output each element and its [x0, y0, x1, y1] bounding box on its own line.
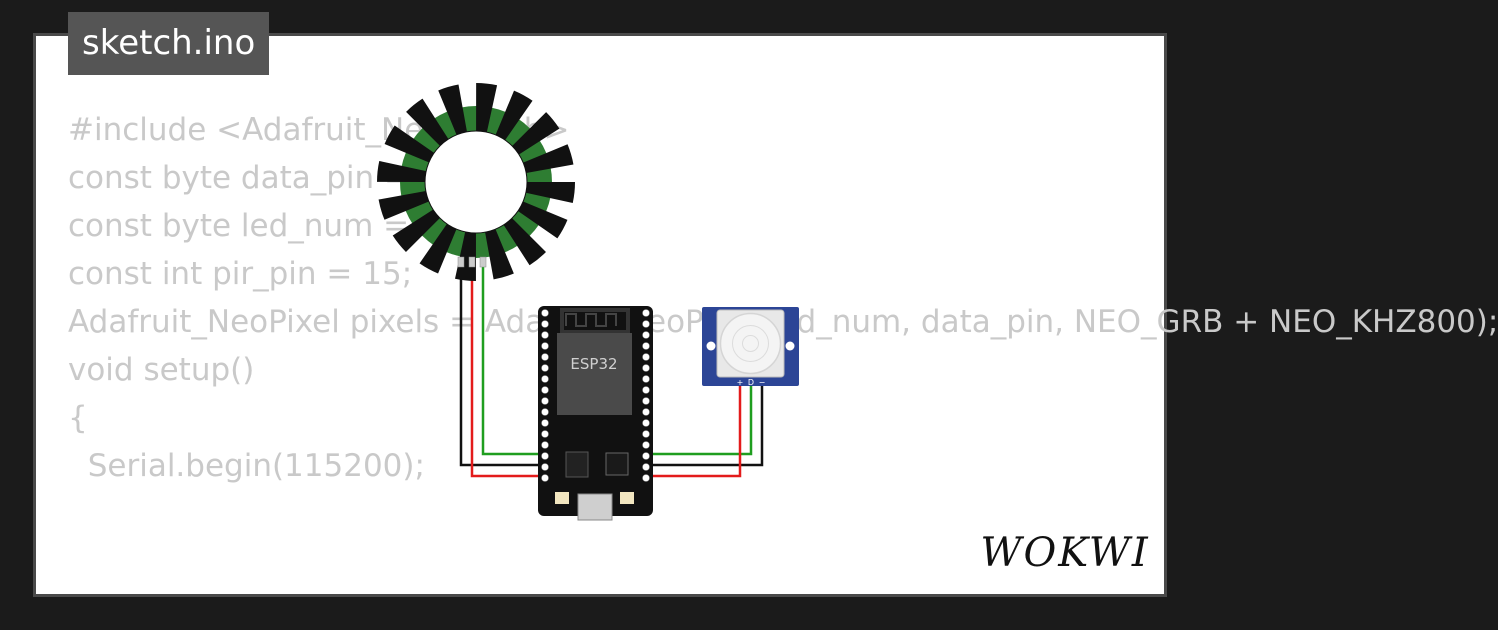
pir-pin-label: D: [748, 378, 754, 387]
pir-pin-label: +: [737, 378, 744, 387]
brand-name: WOKWI: [980, 530, 1149, 576]
circuit-diagram: ESP32 + D −: [377, 83, 799, 521]
file-tab[interactable]: sketch.ino: [68, 12, 270, 75]
neopixel-ring[interactable]: [377, 83, 575, 281]
wokwi-logo: WOKWI: [980, 530, 1149, 576]
code-line: void setup(): [68, 352, 255, 388]
esp32-board[interactable]: ESP32: [538, 306, 653, 521]
pir-pin-label: −: [759, 378, 766, 387]
code-line: const int pir_pin = 15;: [68, 256, 413, 292]
pir-wires: [646, 385, 764, 478]
code-line: Serial.begin(115200);: [68, 448, 425, 484]
pir-sensor[interactable]: + D −: [702, 307, 799, 387]
ring-wires: [459, 258, 545, 478]
board-label: ESP32: [570, 355, 617, 373]
code-line: {: [68, 400, 88, 436]
